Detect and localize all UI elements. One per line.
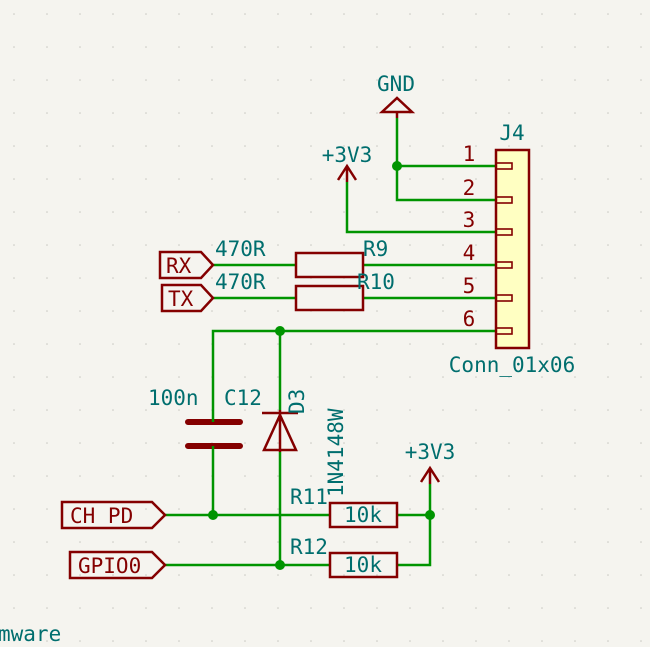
svg-text:TX: TX (168, 287, 194, 311)
junction-chpd (208, 510, 218, 520)
d3-ref: D3 (285, 389, 309, 414)
wires (165, 118, 500, 567)
r10-ref: R10 (357, 270, 395, 294)
r12-value: 10k (344, 553, 382, 577)
connector-j4 (494, 148, 531, 350)
resistor-r10-body (294, 284, 365, 312)
r12-ref: R12 (290, 535, 328, 559)
connector-pin-numbers: 1 2 3 4 5 6 (463, 142, 476, 331)
partial-text: mware (0, 622, 61, 646)
junction-gnd (392, 161, 402, 171)
label-tx: TX (160, 283, 215, 313)
r11-value: 10k (344, 503, 382, 527)
connector-pin-number: 2 (463, 176, 476, 200)
svg-text:RX: RX (166, 254, 192, 278)
r9-value: 470R (215, 237, 266, 261)
connector-pin-stub (495, 261, 513, 269)
resistor-r9-body (294, 251, 365, 279)
capacitor-c12 (185, 418, 243, 452)
wire-r12-3v3 (397, 484, 432, 567)
power-3v3-top-symbol (336, 163, 358, 182)
connector-pin-number: 4 (463, 241, 476, 265)
svg-text:CH_PD: CH_PD (70, 504, 133, 528)
r11-ref: R11 (290, 485, 328, 509)
connector-pin-number: 3 (463, 208, 476, 232)
junction-gpio0 (275, 560, 285, 570)
wire-pin6-net (211, 329, 500, 418)
connector-value: Conn_01x06 (449, 353, 575, 377)
diode-d3 (262, 410, 298, 452)
junctions (208, 161, 435, 570)
wire-3v3-pin3 (345, 182, 500, 234)
d3-value: 1N4148W (324, 408, 348, 497)
connector-pin-stub (495, 162, 513, 170)
connector-ref: J4 (499, 121, 524, 145)
power-3v3-bottom-symbol (419, 465, 441, 484)
grid (13, 13, 642, 642)
connector-pin-stub (495, 196, 513, 204)
r10-value: 470R (215, 270, 266, 294)
c12-ref: C12 (224, 386, 262, 410)
power-3v3-top-label: +3V3 (322, 143, 373, 167)
r9-ref: R9 (363, 237, 388, 261)
gnd-symbol (378, 96, 416, 118)
connector-pin-number: 5 (463, 274, 476, 298)
power-3v3-bottom-label: +3V3 (405, 440, 456, 464)
junction-3v3 (425, 510, 435, 520)
label-gpio0: GPIO0 (68, 550, 167, 580)
svg-text:GPIO0: GPIO0 (78, 554, 141, 578)
connector-pin-stub (495, 327, 513, 335)
resistor-r12-body (328, 551, 399, 579)
connector-pin-number: 6 (463, 307, 476, 331)
connector-pin-stub (495, 228, 513, 236)
resistor-r11-body (328, 501, 399, 529)
connector-pin-number: 1 (463, 142, 476, 166)
label-rx: RX (158, 250, 215, 280)
label-ch-pd: CH_PD (60, 500, 167, 530)
wire-gnd-pin2 (395, 118, 500, 202)
gnd-label: GND (377, 72, 415, 96)
c12-value: 100n (148, 386, 199, 410)
junction-pin6 (275, 326, 285, 336)
connector-pin-stub (495, 294, 513, 302)
